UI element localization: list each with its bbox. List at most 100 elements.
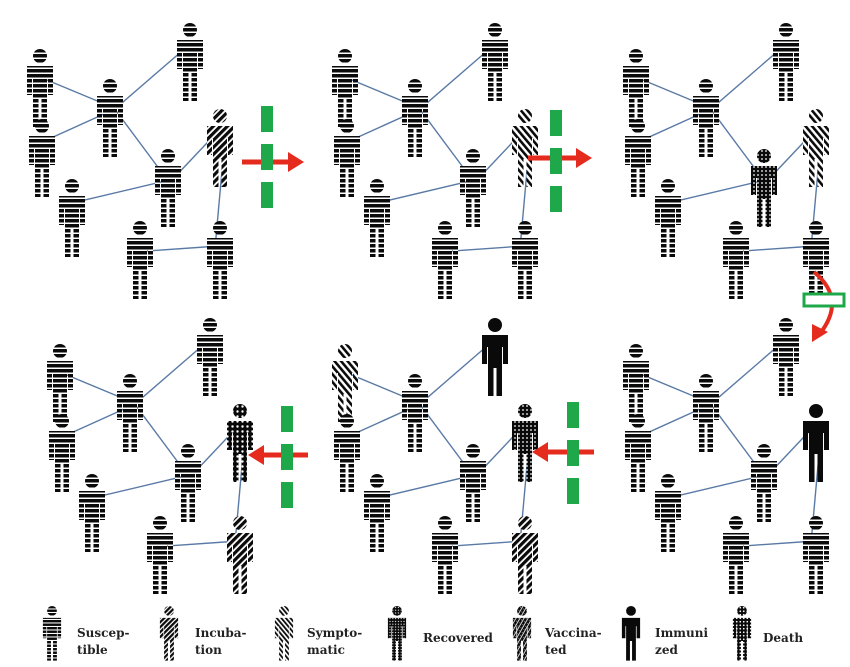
person-symptomatic [803, 109, 829, 187]
contact-link [419, 342, 491, 405]
contact-link [740, 540, 812, 547]
person-susceptible [655, 179, 681, 257]
person-susceptible [27, 49, 53, 127]
person-incubation [227, 516, 253, 594]
person-susceptible [364, 474, 390, 552]
person-susceptible [207, 221, 233, 299]
arrow-head [576, 148, 592, 168]
death-icon [732, 606, 752, 661]
person-susceptible [402, 374, 428, 452]
person-susceptible [79, 474, 105, 552]
arrow-head [532, 442, 548, 462]
contact-link [44, 78, 106, 105]
person-susceptible [97, 79, 123, 157]
person-susceptible [334, 119, 360, 197]
susceptible-icon [42, 606, 62, 661]
arrow-head [288, 152, 304, 172]
intervention-gate [281, 444, 293, 470]
person-immunized [482, 318, 508, 396]
contact-link [114, 47, 186, 110]
person-susceptible [155, 149, 181, 227]
person-susceptible [723, 516, 749, 594]
legend-label-vaccinated: Vaccina- ted [545, 626, 602, 657]
person-susceptible [177, 23, 203, 101]
person-susceptible [460, 149, 486, 227]
legend-icons [42, 606, 752, 661]
person-susceptible [59, 179, 85, 257]
person-susceptible [623, 49, 649, 127]
person-susceptible [751, 444, 777, 522]
person-incubation [512, 516, 538, 594]
symptomatic-icon [274, 606, 294, 661]
intervention-gate [281, 406, 293, 432]
person-susceptible [655, 474, 681, 552]
contact-link [134, 342, 206, 405]
person-susceptible [693, 374, 719, 452]
person-recovered [751, 149, 777, 227]
intervention-gate [261, 106, 273, 132]
legend-label-immunized: Immuni zed [655, 626, 709, 657]
person-susceptible [432, 516, 458, 594]
person-immunized [803, 404, 829, 482]
contact-link [449, 540, 521, 547]
incubation-icon [159, 606, 179, 661]
intervention-gate [550, 148, 562, 174]
intervention-gate [261, 182, 273, 208]
person-symptomatic [332, 344, 358, 422]
contact-link [144, 245, 216, 252]
person-susceptible [334, 414, 360, 492]
person-susceptible [49, 414, 75, 492]
recovered-icon [387, 606, 407, 661]
contact-link [710, 342, 782, 405]
arrow-head [248, 445, 264, 465]
contact-link [164, 540, 236, 547]
person-susceptible [117, 374, 143, 452]
intervention-gate [261, 144, 273, 170]
legend-label-recovered: Recovered [423, 631, 493, 645]
contact-link [349, 373, 411, 400]
people-layer [27, 23, 829, 594]
person-susceptible [773, 318, 799, 396]
person-susceptible [332, 49, 358, 127]
contact-link [640, 373, 702, 400]
contact-link [449, 245, 521, 252]
intervention-gate [567, 440, 579, 466]
person-susceptible [47, 344, 73, 422]
person-susceptible [512, 221, 538, 299]
transition-arrows [242, 106, 846, 508]
person-susceptible [175, 444, 201, 522]
person-susceptible [803, 221, 829, 299]
contact-link [64, 373, 126, 400]
person-susceptible [197, 318, 223, 396]
contact-link [740, 245, 812, 252]
arrow-head [812, 324, 828, 342]
person-susceptible [364, 179, 390, 257]
vaccinated-icon [512, 606, 532, 661]
person-susceptible [693, 79, 719, 157]
intervention-gate [550, 186, 562, 212]
person-susceptible [625, 119, 651, 197]
person-susceptible [29, 119, 55, 197]
person-susceptible [432, 221, 458, 299]
person-susceptible [402, 79, 428, 157]
contact-link [710, 47, 782, 110]
legend-label-susceptible: Suscep- tible [77, 626, 130, 657]
immunized-icon [621, 606, 641, 661]
person-death [227, 404, 253, 482]
person-susceptible [460, 444, 486, 522]
person-susceptible [623, 344, 649, 422]
person-susceptible [625, 414, 651, 492]
intervention-gate [802, 292, 846, 308]
person-incubation [207, 109, 233, 187]
legend-label-symptomatic: Sympto- matic [307, 626, 363, 657]
person-susceptible [773, 23, 799, 101]
intervention-gate [550, 110, 562, 136]
person-susceptible [482, 23, 508, 101]
contact-link [419, 47, 491, 110]
person-symptomatic [512, 109, 538, 187]
intervention-gate [567, 478, 579, 504]
legend-label-incubation: Incuba- tion [195, 626, 247, 657]
contact-link [640, 78, 702, 105]
person-susceptible [803, 516, 829, 594]
